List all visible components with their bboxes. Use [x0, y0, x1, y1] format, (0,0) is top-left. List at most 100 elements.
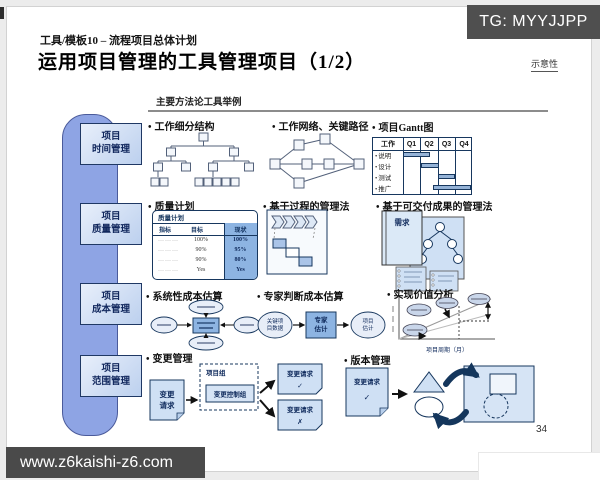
gantt-header-cell: Q2	[424, 141, 434, 148]
label-change: •变更管理	[146, 354, 193, 365]
expert-input-ellipse	[257, 311, 293, 339]
expert-output-text: 项目	[362, 318, 373, 325]
bottom-watermark-banner: www.z6kaishi-z6.com	[6, 447, 205, 478]
approved-request-text: 变更请求	[287, 369, 314, 378]
process-method-icon	[266, 209, 328, 275]
deliverable-front-doc	[381, 210, 423, 266]
quality-cell: 95%	[234, 247, 247, 253]
faux-text	[197, 322, 215, 329]
sidebar-item-label: 项目	[101, 364, 121, 375]
gantt-bar	[421, 163, 439, 168]
bullet-icon: •	[372, 123, 376, 134]
bullet-icon: •	[146, 292, 150, 303]
quality-cell: 80%	[234, 257, 247, 263]
quality-col-header: 现状	[234, 228, 247, 234]
expert-input-text: 关键项	[267, 317, 284, 325]
network-diagram	[269, 133, 365, 189]
quality-cell: 90%	[195, 257, 207, 263]
gantt-bar	[438, 174, 455, 179]
syscost-diagram	[150, 299, 261, 351]
label-deliverable: •基于可交付成果的管理法	[376, 202, 493, 213]
gantt-bar	[433, 185, 471, 190]
table-rule	[153, 223, 257, 224]
bullet-icon: •	[146, 354, 150, 365]
highlight-column	[224, 223, 257, 279]
rejected-request-text: 变更请求	[287, 405, 314, 414]
quality-cell: Yes	[236, 267, 245, 273]
gantt-bar	[403, 152, 430, 157]
table-rule	[153, 235, 257, 236]
corner-patch	[478, 452, 600, 480]
label-network: •工作网络、关键路径	[272, 122, 369, 133]
doc-fold	[379, 407, 388, 416]
reference-dashes	[458, 306, 489, 339]
project-team-label: 项目组	[206, 368, 226, 377]
expert-output-text: 估计	[362, 324, 374, 332]
syscost-center-box	[192, 317, 220, 334]
bullet-icon: •	[376, 202, 380, 213]
triangle-shape	[413, 371, 445, 393]
label-version: •版本管理	[344, 356, 391, 367]
earned-value-chart: 项目周期（月）	[392, 293, 495, 354]
approved-request-doc	[277, 363, 323, 395]
wbs-tree-diagram	[150, 132, 254, 187]
swap-arrow-out	[432, 409, 469, 430]
circle-shape	[414, 396, 444, 418]
sidebar-item-label: 项目	[101, 132, 121, 143]
change-board-box	[205, 384, 255, 403]
bullet-icon: •	[263, 202, 267, 213]
quality-table-title: 质量计划	[158, 215, 184, 222]
expert-input-text: 目数据	[267, 324, 284, 332]
gantt-header-cell: Q4	[459, 141, 469, 148]
bullet-icon: •	[375, 175, 378, 182]
header-divider	[148, 110, 548, 112]
square-version	[489, 373, 517, 395]
gantt-task: •说明	[375, 153, 392, 160]
quality-plan-table: 质量计划 指标 目标 现状 ……… 100% 100% ……… 90% 95% …	[152, 210, 258, 280]
gantt-gridline	[420, 138, 421, 194]
quality-col-header: 指标	[159, 228, 172, 234]
quality-cell: ………	[158, 257, 179, 263]
label-wbs: •工作细分结构	[148, 122, 215, 133]
label-syscost: •系统性成本估算	[146, 292, 223, 303]
bullet-icon: •	[375, 164, 378, 171]
subtitle: 主要方法论工具举例	[156, 98, 242, 108]
quality-cell: ………	[158, 267, 179, 273]
expert-output-ellipse	[350, 311, 386, 339]
sidebar-item-label: 成本管理	[91, 305, 130, 315]
label-gantt: •项目Gantt图	[372, 123, 434, 134]
quality-cell: 100%	[233, 237, 248, 243]
expert-center-text: 估计	[314, 324, 329, 333]
version-request-text: 变更请求	[354, 377, 381, 386]
sidebar-item-quality: 项目 质量管理	[80, 203, 142, 245]
bullet-icon: •	[375, 153, 378, 160]
bullet-icon: •	[257, 292, 261, 303]
label-expert: •专家判断成本估算	[257, 292, 344, 303]
bullet-icon: •	[344, 356, 348, 367]
gantt-task: •设计	[375, 164, 392, 171]
quality-cell: 90%	[195, 247, 207, 253]
faux-text	[407, 298, 487, 331]
check-mark: ✓	[364, 393, 371, 402]
wbs-connectors	[157, 141, 250, 177]
change-request-text: 请求	[160, 400, 175, 410]
gantt-header-cell: 工作	[381, 141, 395, 148]
ev-xaxis-label: 项目周期（月）	[426, 346, 468, 354]
network-edges	[274, 138, 360, 184]
quality-cell: ………	[158, 237, 179, 243]
wbs-nodes	[150, 132, 254, 187]
page-number: 34	[536, 424, 548, 435]
project-team-box	[199, 363, 259, 411]
bullet-icon: •	[375, 186, 378, 193]
bullet-icon: •	[387, 290, 391, 301]
sidebar-item-cost: 项目 成本管理	[80, 283, 142, 325]
change-management-diagram: 变更 请求 项目组 变更控制组 变更请求 ✓ 变更请求 ✗	[149, 363, 323, 431]
gantt-header-cell: Q1	[406, 141, 417, 148]
expert-center-text: 专家	[315, 315, 329, 324]
gantt-task: •推广	[375, 186, 392, 193]
expert-flow-diagram: 关键项 目数据 专家 估计 项目 估计	[257, 311, 386, 339]
zoom-lines	[273, 227, 316, 240]
bullet-icon: •	[148, 122, 152, 133]
sidebar-item-label: 范围管理	[91, 377, 130, 387]
rejected-request-doc	[277, 399, 323, 431]
